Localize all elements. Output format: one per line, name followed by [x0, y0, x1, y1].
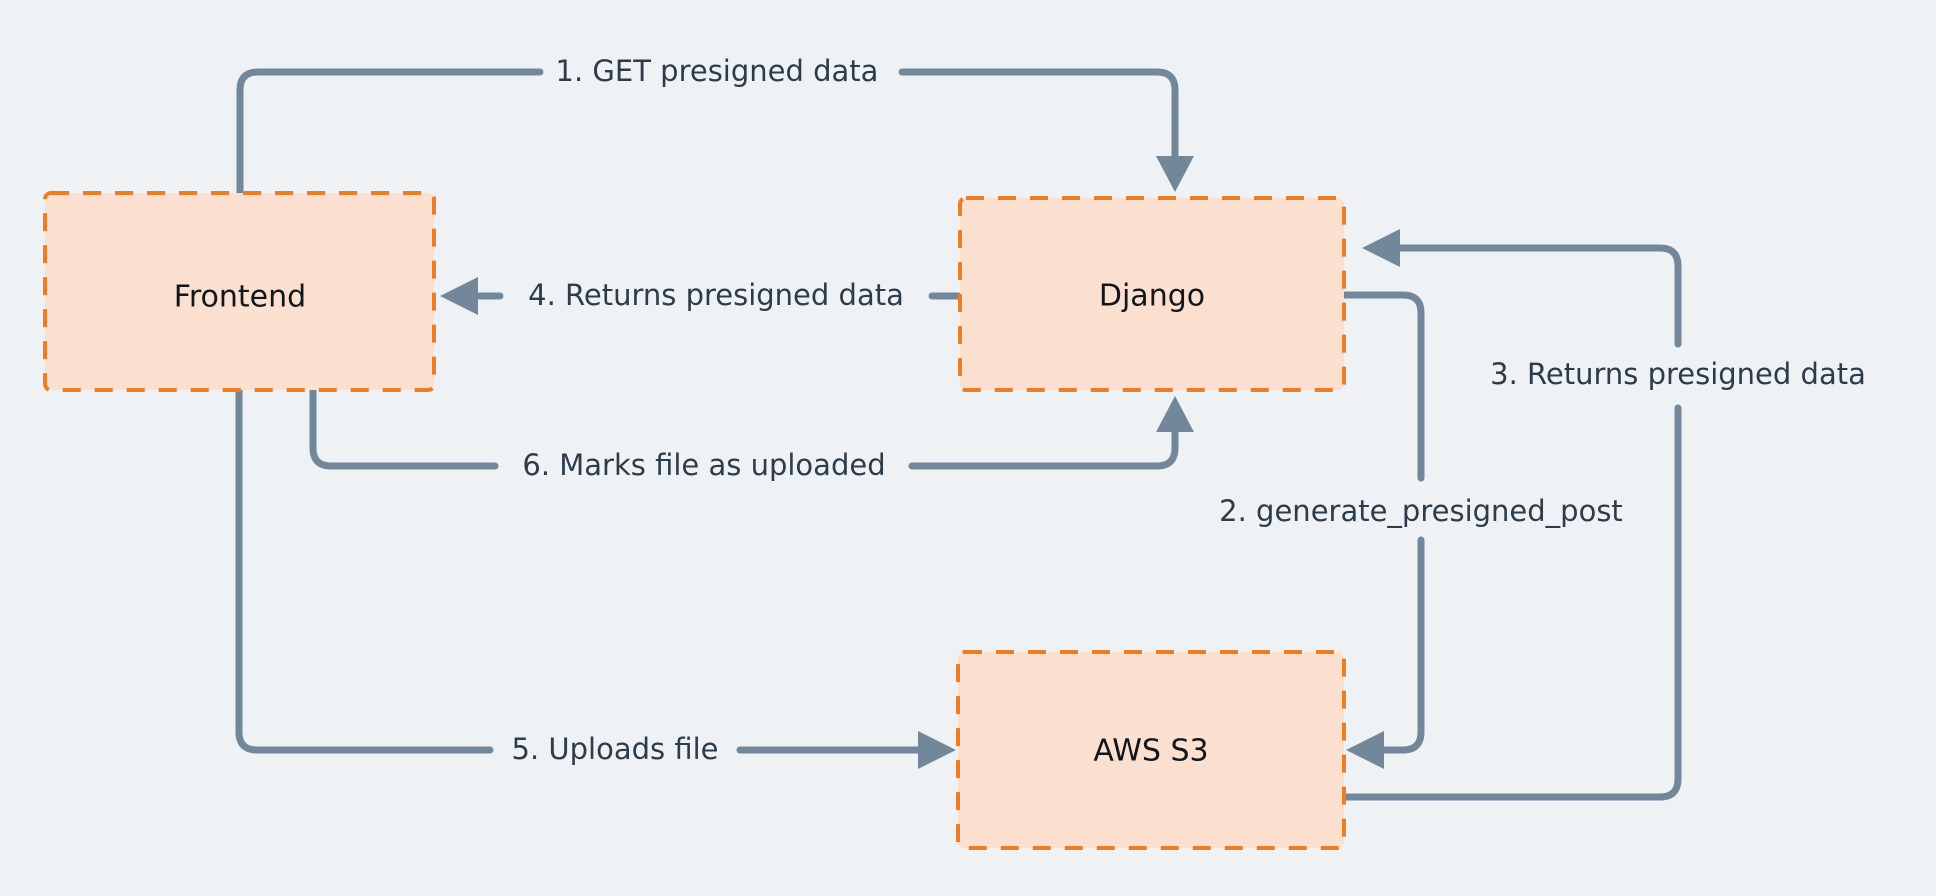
edge-5-arrowhead [918, 731, 956, 769]
edge-2-segment-top [1340, 291, 1425, 482]
edge-6-arrowhead [1156, 396, 1194, 432]
edge-1-label: 1. GET presigned data [556, 54, 879, 88]
edge-6-segment-right [908, 424, 1179, 470]
edge-3-segment-lower [1340, 404, 1682, 801]
edge-6-label: 6. Marks file as uploaded [522, 448, 885, 482]
node-frontend[interactable]: Frontend [43, 191, 436, 392]
edge-1-get-presigned-data: 1. GET presigned data [236, 54, 1194, 197]
edge-3-returns-presigned-data: 3. Returns presigned data [1340, 229, 1866, 801]
edge-3-segment-upper [1396, 244, 1682, 348]
edge-4-returns-presigned-data: 4. Returns presigned data [440, 277, 962, 315]
edge-3-arrowhead [1362, 229, 1400, 267]
edge-5-label: 5. Uploads file [512, 732, 719, 766]
edge-2-label: 2. generate_presigned_post [1219, 494, 1623, 528]
edge-1-segment-right [898, 68, 1179, 164]
node-aws-s3-box[interactable] [956, 650, 1346, 850]
edge-1-arrowhead [1156, 156, 1194, 192]
edge-4-label: 4. Returns presigned data [528, 278, 904, 312]
node-django-box[interactable] [958, 196, 1346, 392]
node-django-label: Django [1099, 279, 1205, 314]
node-frontend-box[interactable] [43, 191, 436, 392]
node-aws-s3[interactable]: AWS S3 [956, 650, 1346, 850]
node-aws-s3-label: AWS S3 [1093, 734, 1208, 769]
edge-6-marks-file-as-uploaded: 6. Marks file as uploaded [309, 386, 1194, 482]
edge-2-arrowhead [1346, 731, 1384, 769]
edge-4-arrowhead [440, 277, 478, 315]
edge-6-segment-left [309, 386, 499, 470]
node-frontend-label: Frontend [174, 280, 306, 315]
node-django[interactable]: Django [958, 196, 1346, 392]
edge-5-segment-left [235, 386, 494, 754]
edge-2-segment-bottom [1378, 536, 1425, 754]
edge-5-uploads-file: 5. Uploads file [235, 386, 956, 769]
edge-3-label: 3. Returns presigned data [1490, 357, 1866, 391]
edge-1-segment-left [236, 68, 544, 197]
edge-2-generate-presigned-post: 2. generate_presigned_post [1219, 291, 1623, 769]
